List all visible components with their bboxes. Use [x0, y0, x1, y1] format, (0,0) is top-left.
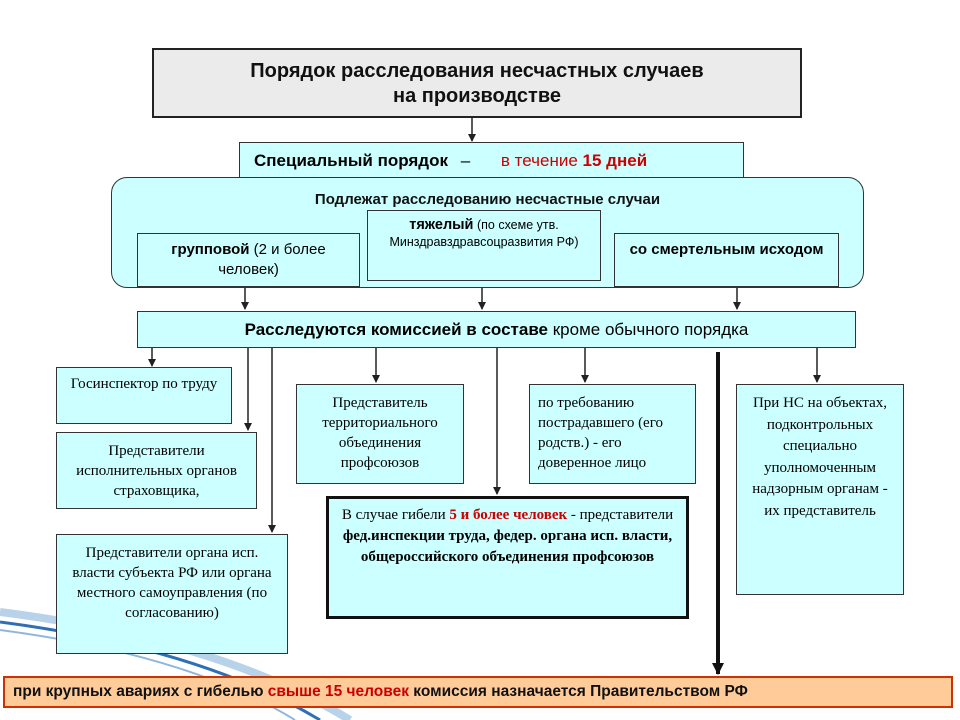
heavy-case-rest: (по схеме утв. Минздравздравсоцразвития …	[389, 218, 579, 249]
death-five-highlight: 5 и более человек	[449, 507, 568, 523]
term-value: 15 дней	[582, 151, 648, 170]
heavy-case-box: тяжелый (по схеме утв. Минздравздравсоцр…	[367, 210, 601, 281]
special-order-term: в течение 15 дней	[501, 151, 647, 170]
member-region-text: Представители органа исп. власти субъект…	[72, 545, 272, 621]
death-five-box: В случае гибели 5 и более человек - пред…	[326, 496, 689, 619]
commission-bold: Расследуются комиссией в составе	[244, 320, 549, 339]
member-supervised-text: При НС на объектах, подконтрольных специ…	[752, 395, 888, 519]
special-order-label: Специальный порядок	[254, 151, 448, 170]
group-case-bold: групповой	[171, 241, 250, 258]
member-inspector-text: Госинспектор по труду	[70, 376, 218, 392]
commission-box: Расследуются комиссией в составе кроме о…	[137, 311, 856, 348]
special-order-box: Специальный порядок – в течение 15 дней	[239, 142, 744, 180]
fatal-case-text: со смертельным исходом	[629, 241, 824, 258]
member-insurer-box: Представители исполнительных органов стр…	[56, 432, 257, 509]
title-line-1: Порядок расследования несчастных случаев	[250, 60, 704, 82]
death-five-suffix: - представители	[567, 507, 674, 523]
commission-rest: кроме обычного порядка	[548, 320, 749, 339]
special-order-dash: –	[460, 151, 471, 170]
member-inspector-box: Госинспектор по труду	[56, 367, 232, 424]
member-insurer-text: Представители исполнительных органов стр…	[76, 443, 237, 499]
fatal-case-box: со смертельным исходом	[614, 233, 839, 287]
group-case-rest: (2 и более человек)	[218, 241, 326, 278]
term-prefix: в течение	[500, 151, 583, 170]
footer-banner: при крупных авариях с гибелью свыше 15 ч…	[3, 676, 953, 708]
footer-prefix: при крупных авариях с гибелью	[13, 683, 268, 700]
footer-suffix: комиссия назначается Правительством РФ	[408, 683, 748, 700]
member-region-box: Представители органа исп. власти субъект…	[56, 534, 288, 654]
title-line-2: на производстве	[393, 85, 561, 107]
page-title: Порядок расследования несчастных случаев…	[152, 48, 802, 118]
member-victim-box: по требованию пострадавшего (его родств.…	[529, 384, 696, 484]
death-five-prefix: В случае гибели	[341, 507, 450, 523]
member-victim-text: по требованию пострадавшего (его родств.…	[538, 395, 663, 471]
death-five-bold: фед.инспекции труда, федер. органа исп. …	[342, 528, 673, 565]
group-case-box: групповой (2 и более человек)	[137, 233, 360, 287]
heavy-case-bold: тяжелый	[409, 217, 474, 233]
member-supervised-box: При НС на объектах, подконтрольных специ…	[736, 384, 904, 595]
member-union-text: Представитель территориального объединен…	[322, 395, 438, 471]
subject-heading: Подлежат расследованию несчастные случаи	[314, 191, 661, 208]
footer-highlight: свыше 15 человек	[267, 683, 409, 700]
member-union-box: Представитель территориального объединен…	[296, 384, 464, 484]
